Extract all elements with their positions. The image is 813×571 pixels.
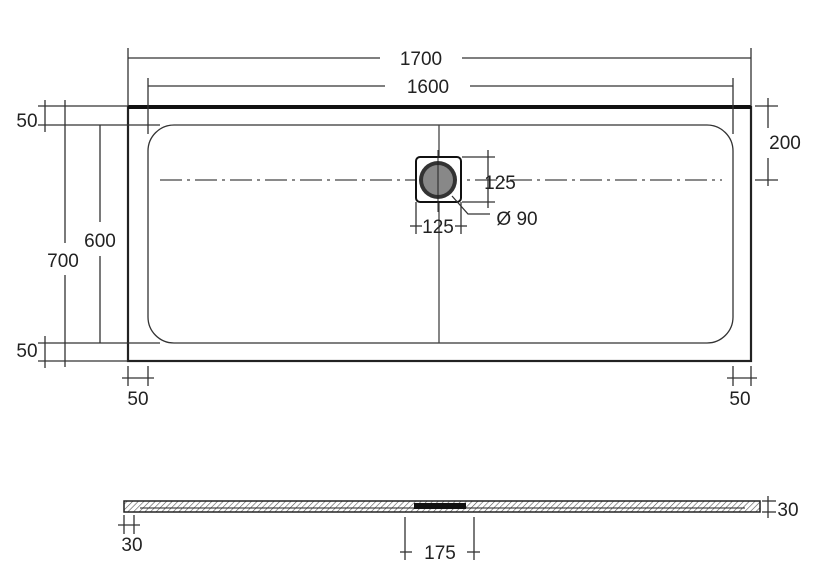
label-125-horizontal: 125 [422, 217, 454, 238]
tray-basin [147, 124, 734, 344]
label-50-left: 50 [127, 389, 148, 410]
dim-drain-diameter: Ø 90 [451, 195, 538, 230]
label-175: 175 [424, 543, 456, 564]
dim-bottom-margin: 50 [16, 336, 160, 368]
side-view [123, 500, 761, 513]
dim-drain-width: 125 [410, 202, 467, 238]
label-1600: 1600 [407, 77, 449, 98]
dim-drain-offset: 200 [755, 98, 801, 186]
label-125-vertical: 125 [484, 173, 516, 194]
label-30-edge: 30 [121, 535, 142, 556]
label-700: 700 [47, 251, 79, 272]
dim-left-margin: 50 [122, 366, 154, 410]
plan-view [126, 105, 753, 363]
label-50-bottom: 50 [16, 341, 37, 362]
dim-side-thickness: 30 [762, 496, 799, 521]
drain-icon [415, 150, 462, 212]
label-600: 600 [84, 231, 116, 252]
label-200: 200 [769, 133, 801, 154]
dim-inner-width: 600 [84, 125, 116, 343]
label-50-right: 50 [729, 389, 750, 410]
dim-overall-length: 1700 [127, 48, 752, 106]
label-1700: 1700 [400, 49, 442, 70]
label-30-thickness: 30 [777, 500, 798, 521]
dim-inner-length: 1600 [147, 77, 734, 134]
dim-right-margin: 50 [727, 366, 757, 410]
label-diameter-90: Ø 90 [496, 209, 537, 230]
dim-side-edge: 30 [118, 515, 143, 556]
dim-drain-channel: 175 [400, 517, 480, 564]
dim-drain-height: 125 [462, 150, 516, 208]
label-50-top: 50 [16, 111, 37, 132]
dim-overall-width: 700 [47, 100, 79, 367]
dim-top-margin: 50 [16, 100, 160, 132]
